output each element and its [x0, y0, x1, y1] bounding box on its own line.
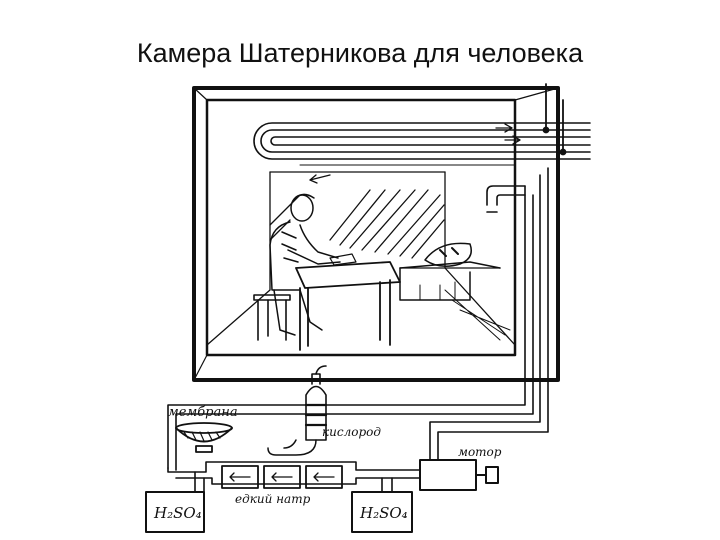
oxygen-cylinder: [304, 365, 328, 441]
acid-vessel-left: [145, 491, 205, 533]
slide-title: Камера Шатерникова для человека: [136, 38, 584, 68]
motor: [419, 459, 499, 491]
room-interior: [206, 171, 516, 346]
seated-person: [269, 193, 341, 336]
label-acid-right: H₂SO₄: [359, 504, 408, 522]
table: [295, 253, 401, 351]
label-motor: мотор: [458, 445, 502, 459]
chamber-outer-wall: [192, 86, 560, 382]
stool: [253, 294, 291, 341]
label-lye: едкий натр: [235, 492, 311, 506]
air-duct: [167, 167, 549, 471]
acid-vessel-right: [351, 491, 413, 533]
alkali-absorbers: [221, 465, 343, 489]
flow-arrows: [309, 123, 521, 184]
bottom-piping: [167, 461, 421, 493]
membrane-bowl: [175, 422, 233, 453]
label-oxygen: кислород: [322, 425, 381, 439]
bed: [399, 242, 501, 301]
oxygen-tube: [267, 439, 317, 456]
label-acid-left: H₂SO₄: [153, 504, 202, 522]
thermometer-icons: [542, 83, 567, 156]
label-membrane: мембрана: [168, 405, 238, 420]
cooling-coil: [253, 122, 591, 166]
